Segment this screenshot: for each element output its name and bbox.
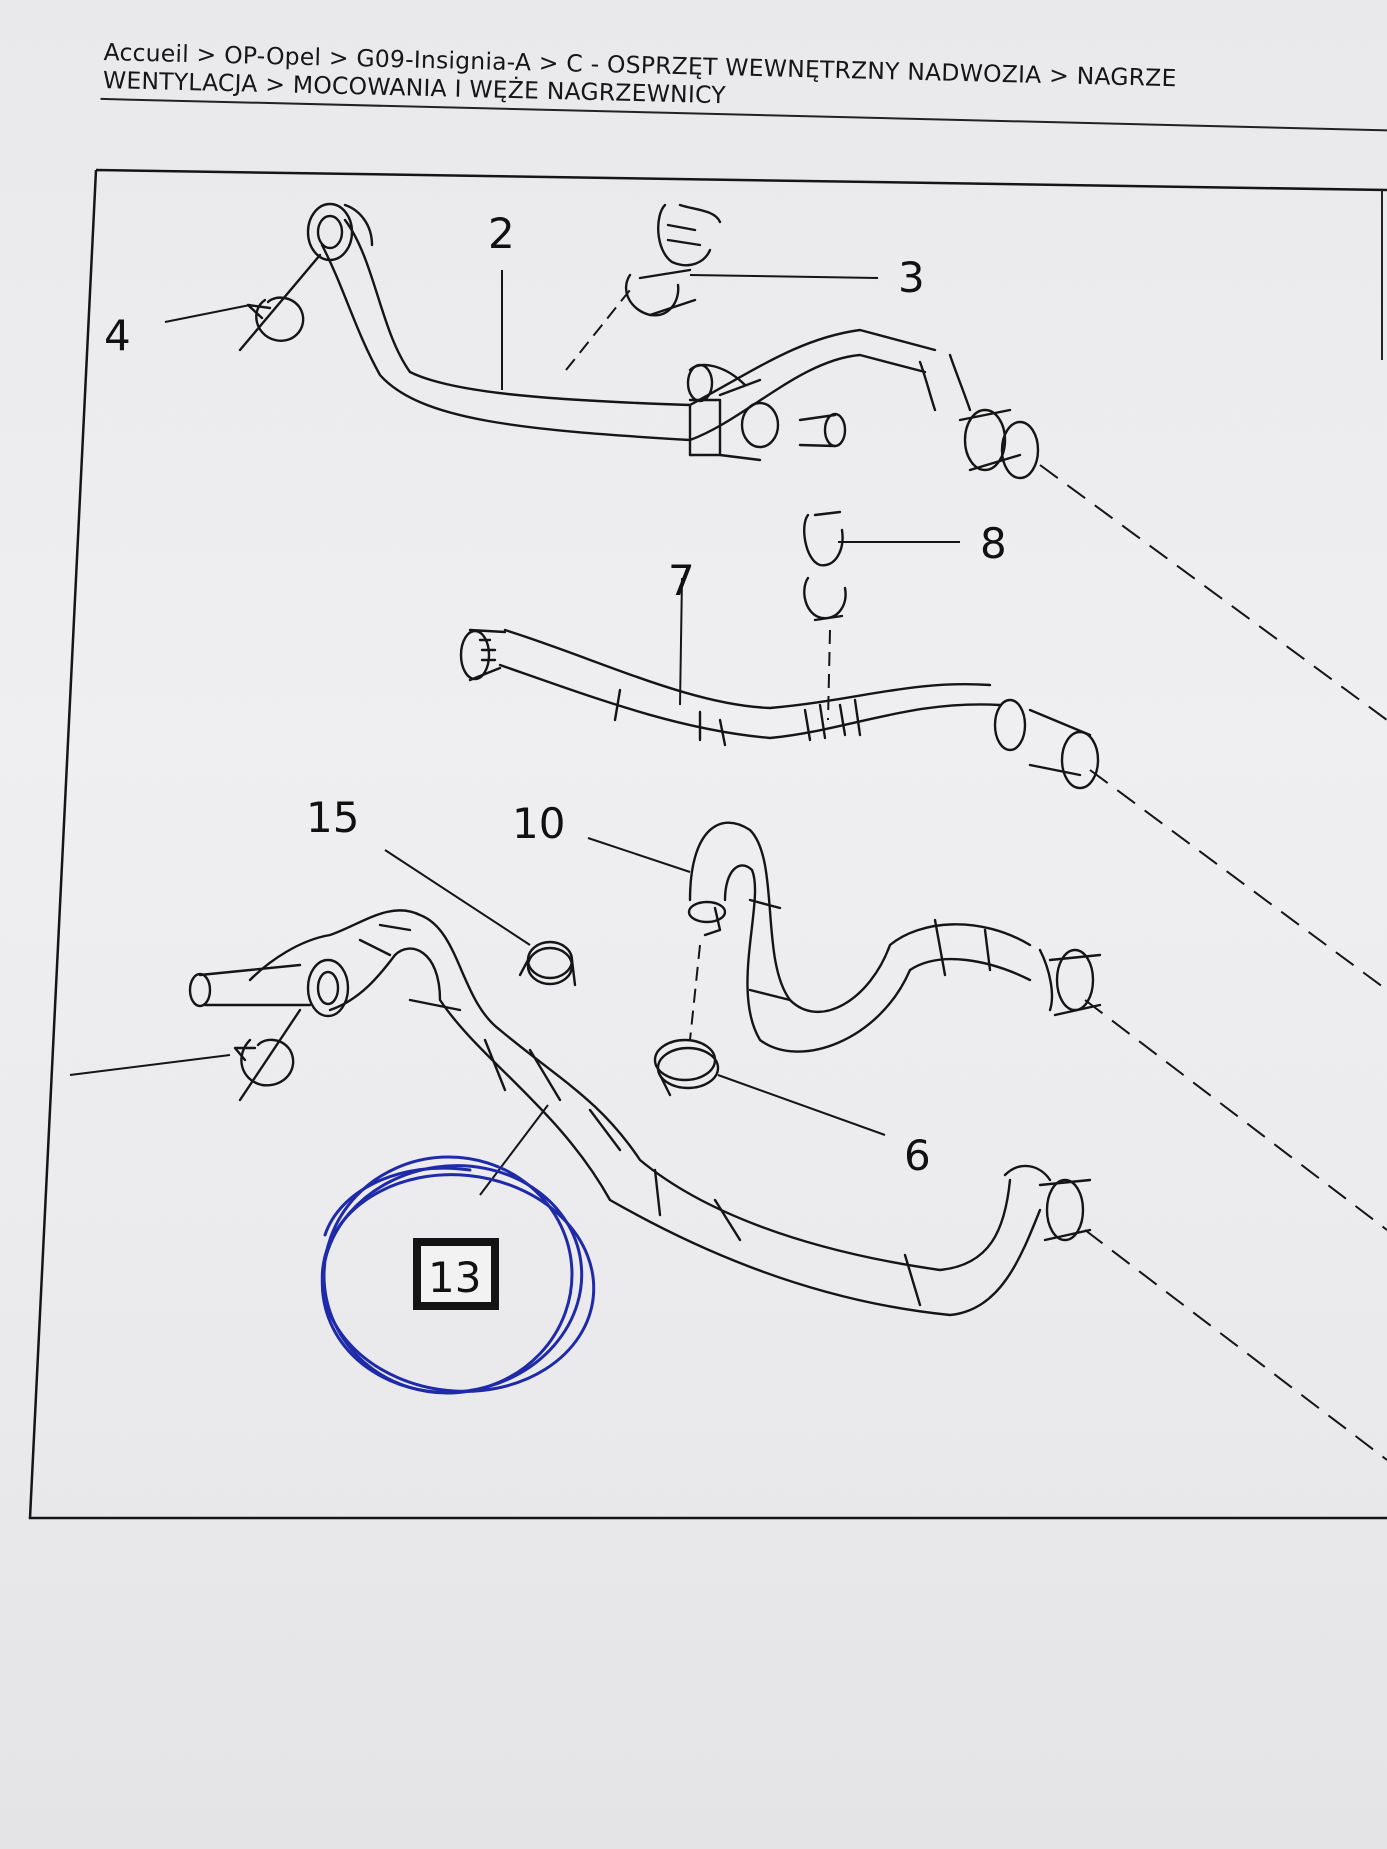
callout-10: 10 — [512, 799, 565, 848]
hose-2 — [306, 202, 1040, 480]
callout-15: 15 — [306, 793, 359, 842]
callout-3: 3 — [898, 253, 925, 302]
callout-2: 2 — [488, 209, 515, 258]
clamp-4-bottom — [233, 1008, 302, 1102]
callout-7: 7 — [668, 556, 695, 605]
callout-4: 4 — [104, 311, 131, 360]
clip-3 — [624, 203, 722, 317]
clamp-4-top — [238, 253, 322, 352]
hose-10 — [687, 821, 1102, 1053]
callout-13-box: 13 — [413, 1238, 499, 1310]
clip-8 — [803, 510, 847, 622]
pen-circle — [320, 1155, 596, 1395]
callout-8: 8 — [980, 519, 1007, 568]
callout-13: 13 — [428, 1253, 481, 1302]
hose-7 — [459, 628, 1100, 790]
clamp-6 — [653, 1038, 720, 1097]
callout-6: 6 — [904, 1131, 931, 1180]
clamp-15 — [518, 940, 577, 987]
callout-labels: 2 3 4 7 8 15 10 6 — [104, 209, 1007, 1180]
hose-13 — [188, 909, 1092, 1317]
diagram-frame — [28, 168, 1387, 1520]
leader-lines — [69, 270, 1387, 1461]
